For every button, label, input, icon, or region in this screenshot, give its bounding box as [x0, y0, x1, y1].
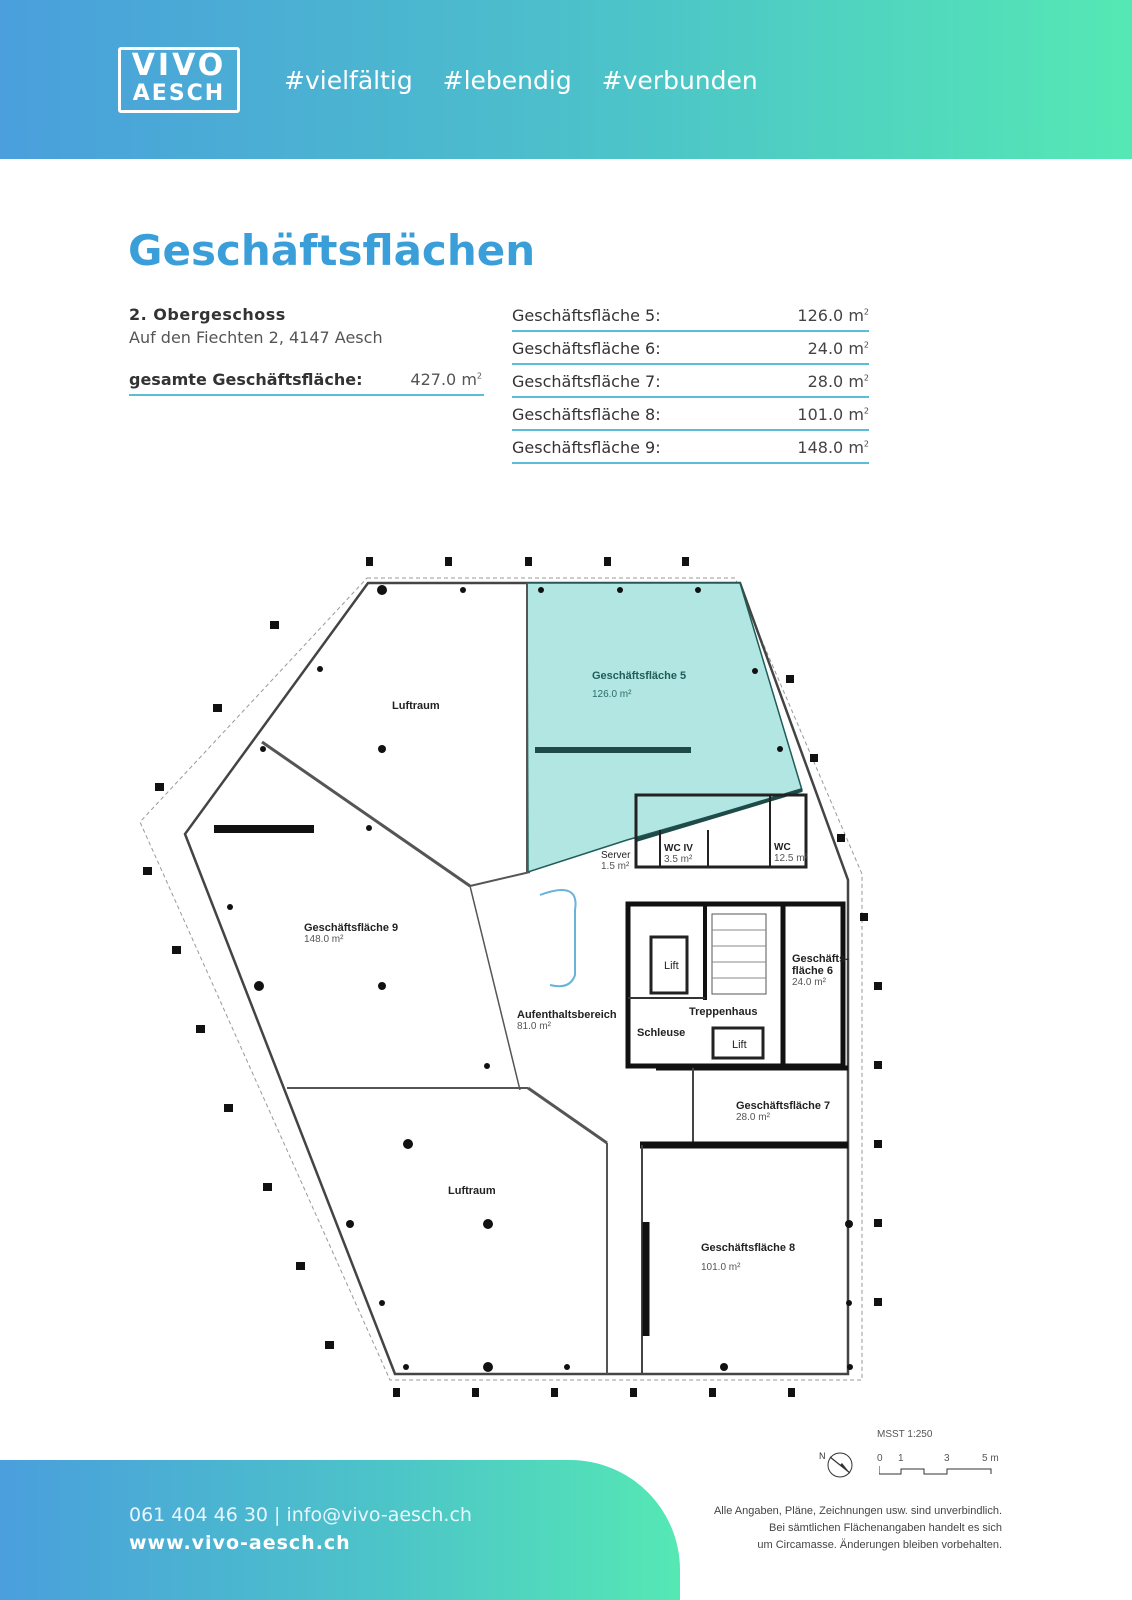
room-label: Server: [601, 850, 631, 861]
hashtag: #vielfältig: [284, 66, 413, 95]
total-area-value: 427.0 m2: [410, 370, 482, 389]
stair-well: [711, 913, 767, 995]
hashtags: #vielfältig #lebendig #verbunden: [284, 66, 780, 95]
room-label: Geschäftsfläche 8: [701, 1242, 795, 1254]
scale-tick: 3: [944, 1453, 950, 1464]
wc-block: [634, 793, 808, 869]
room-size: 12.5 m²: [774, 853, 809, 864]
interior-wall: [261, 740, 471, 888]
area-row: Geschäftsfläche 9: 148.0 m2: [512, 434, 869, 464]
website-link[interactable]: www.vivo-aesch.ch: [129, 1532, 351, 1554]
lift-shaft: [649, 935, 689, 995]
floor-plan: Luftraum Geschäftsfläche 5 126.0 m² Serv…: [139, 557, 882, 1397]
area-list: Geschäftsfläche 5: 126.0 m2 Geschäftsflä…: [512, 302, 869, 467]
facade-outline: [139, 577, 863, 1381]
hashtag: #lebendig: [442, 66, 572, 95]
north-label: N: [819, 1451, 826, 1461]
area-label: Geschäftsfläche 8:: [512, 405, 661, 424]
area-label: Geschäftsfläche 5:: [512, 306, 661, 325]
scale-label: MSST 1:250: [877, 1429, 933, 1440]
area-value: 126.0 m2: [797, 306, 869, 325]
interior-wall: [527, 1086, 608, 1145]
scale-bar: [879, 1466, 992, 1475]
room-size: 148.0 m²: [304, 934, 344, 945]
column-markers: [227, 585, 853, 1372]
area-label: Geschäftsfläche 7:: [512, 372, 661, 391]
room-label: Geschäftsfläche 7: [736, 1100, 830, 1112]
room-label: Lift: [732, 1039, 747, 1051]
room-size: 126.0 m²: [592, 689, 632, 700]
room-label: Luftraum: [392, 700, 440, 712]
address: Auf den Fiechten 2, 4147 Aesch: [129, 328, 383, 347]
room-label: Lift: [664, 960, 679, 972]
room-size: 28.0 m²: [736, 1112, 771, 1123]
interior-wall: [469, 885, 521, 1091]
area-value: 24.0 m2: [807, 339, 869, 358]
partition-wall: [635, 788, 803, 842]
interior-wall: [469, 871, 531, 887]
room-label: Treppenhaus: [689, 1006, 757, 1018]
logo-line2: AESCH: [132, 81, 226, 106]
room-size: 81.0 m²: [517, 1021, 552, 1032]
total-area-row: gesamte Geschäftsfläche: 427.0 m2: [129, 368, 484, 396]
room-label: fläche 6: [792, 965, 833, 977]
scale-tick: 5 m: [982, 1453, 999, 1464]
scale-tick: 0: [877, 1453, 883, 1464]
disclaimer: Alle Angaben, Pläne, Zeichnungen usw. si…: [662, 1503, 1002, 1554]
room-size: 24.0 m²: [792, 977, 827, 988]
area-row: Geschäftsfläche 7: 28.0 m2: [512, 368, 869, 398]
header-banner: VIVO AESCH #vielfältig #lebendig #verbun…: [0, 0, 1132, 159]
room-label: Geschäftsfläche 9: [304, 922, 398, 934]
counter: [539, 889, 577, 988]
room-size: 1.5 m²: [601, 861, 630, 872]
vivo-aesch-logo[interactable]: VIVO AESCH: [118, 47, 240, 113]
page-title: Geschäftsflächen: [128, 226, 536, 275]
room-label: Aufenthaltsbereich: [517, 1009, 617, 1021]
floor-label: 2. Obergeschoss: [129, 305, 286, 324]
footer-band: [0, 1460, 680, 1600]
room-size: 101.0 m²: [701, 1262, 741, 1273]
room-label: Luftraum: [448, 1185, 496, 1197]
area-row: Geschäftsfläche 6: 24.0 m2: [512, 335, 869, 365]
area-row: Geschäftsfläche 8: 101.0 m2: [512, 401, 869, 431]
room-size: 3.5 m²: [664, 854, 693, 865]
disclaimer-line: um Circamasse. Änderungen bleiben vorbeh…: [757, 1539, 1002, 1551]
room-label: WC: [774, 842, 791, 853]
area-label: Geschäftsfläche 9:: [512, 438, 661, 457]
lift-shaft: [711, 1026, 765, 1060]
room-label: WC IV: [664, 843, 693, 854]
scale-tick: 1: [898, 1453, 904, 1464]
contact-line[interactable]: 061 404 46 30 | info@vivo-aesch.ch: [129, 1504, 472, 1526]
hashtag: #verbunden: [601, 66, 758, 95]
room-label: Geschäfts-: [792, 953, 849, 965]
facade-posts: [143, 557, 882, 1397]
total-area-label: gesamte Geschäftsfläche:: [129, 370, 363, 389]
area-value: 28.0 m2: [807, 372, 869, 391]
area-label: Geschäftsfläche 6:: [512, 339, 661, 358]
disclaimer-line: Alle Angaben, Pläne, Zeichnungen usw. si…: [713, 1505, 1002, 1517]
north-arrow: N: [819, 1451, 853, 1478]
highlight-gf5: [526, 582, 803, 874]
room-label: Geschäftsfläche 5: [592, 670, 686, 682]
room-label: Schleuse: [637, 1027, 685, 1039]
area-value: 101.0 m2: [797, 405, 869, 424]
area-row: Geschäftsfläche 5: 126.0 m2: [512, 302, 869, 332]
disclaimer-line: Bei sämtlichen Flächenangaben handelt es…: [769, 1522, 1002, 1534]
logo-line1: VIVO: [131, 48, 227, 83]
area-value: 148.0 m2: [797, 438, 869, 457]
